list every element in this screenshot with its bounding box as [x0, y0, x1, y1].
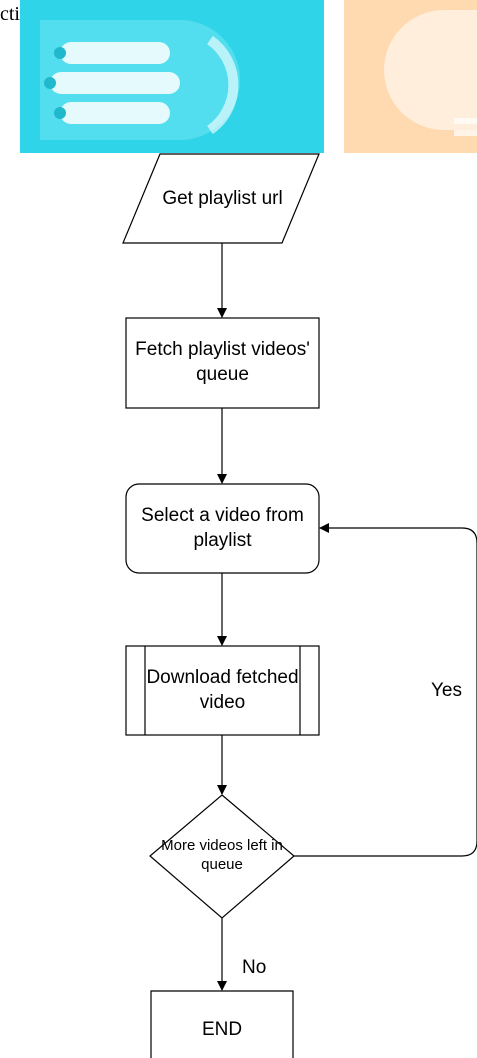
edge-label-yes: Yes [431, 680, 462, 701]
label-end: END [201, 1018, 243, 1040]
banner-graphic-left [20, 0, 324, 153]
node-fetch-queue [125, 317, 320, 409]
label-download-video: Download fetched video [146, 666, 299, 713]
node-download-video [125, 645, 320, 736]
bulb-logo-icon [384, 10, 477, 136]
node-get-playlist-url [122, 153, 320, 244]
node-end [150, 990, 294, 1058]
label-get-playlist-url: Get playlist url [162, 187, 283, 209]
label-more-videos: More videos left in queue [161, 837, 283, 873]
label-select-video: Select a video from playlist [141, 504, 304, 551]
circuit-logo-icon [40, 20, 240, 140]
label-fetch-queue: Fetch playlist videos' queue [135, 339, 310, 385]
banner-graphic-right [344, 0, 477, 153]
edge-yes-loop [294, 523, 477, 857]
edge-label-no: No [242, 957, 267, 978]
